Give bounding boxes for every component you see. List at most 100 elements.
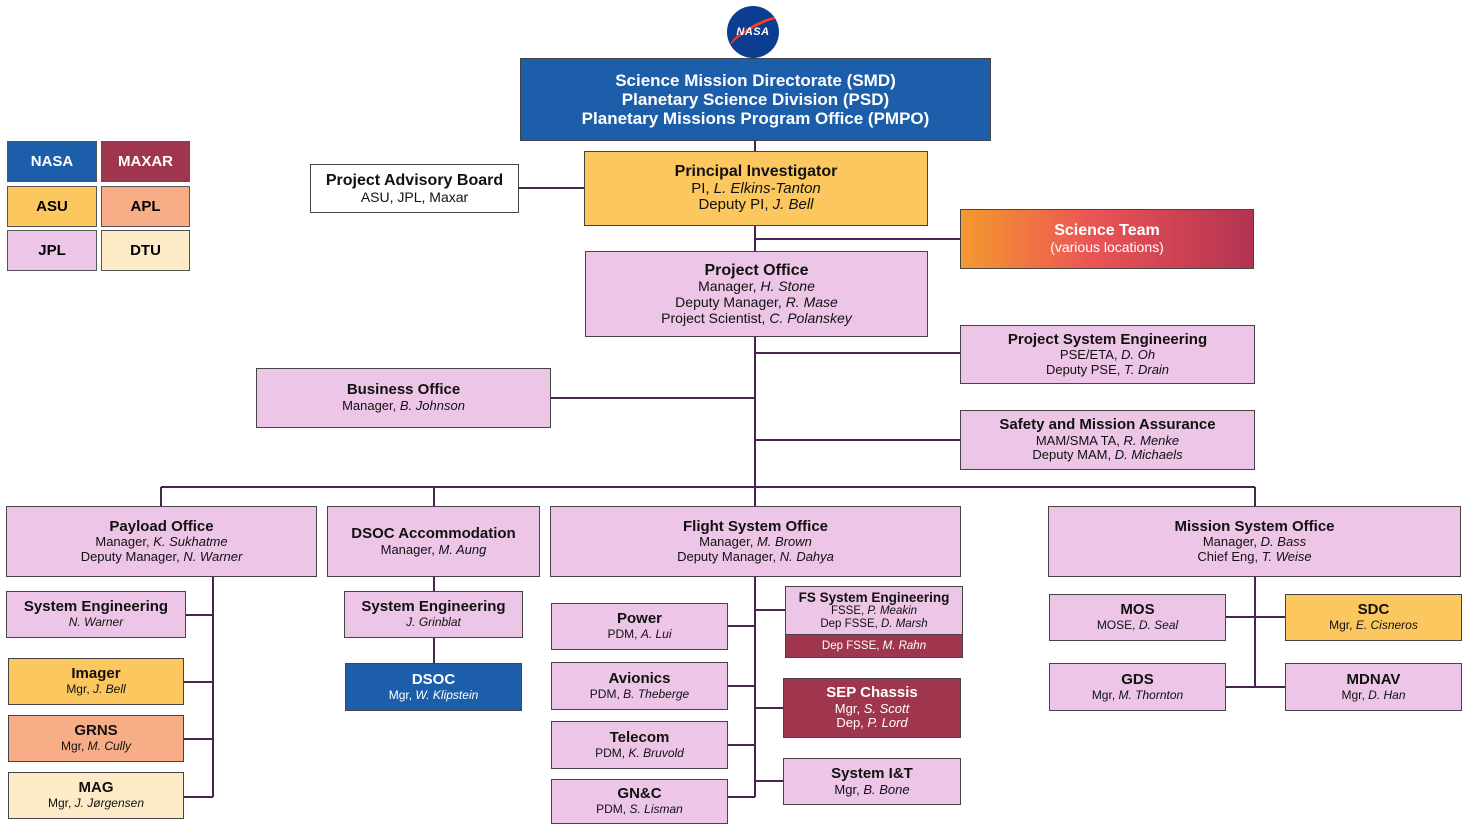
mag-name: J. Jørgensen bbox=[74, 796, 145, 811]
deputy-mam-role: Deputy MAM, bbox=[1032, 447, 1115, 463]
deputy-pi-name: J. Bell bbox=[772, 196, 814, 214]
payload-deputy-role: Deputy Manager, bbox=[80, 548, 184, 564]
dsoc-accommodation-title: DSOC Accommodation bbox=[351, 524, 516, 542]
project-deputy-role: Deputy Manager, bbox=[675, 294, 786, 311]
nasa-logo: NASA bbox=[727, 6, 779, 58]
gnc-role: PDM, bbox=[596, 802, 630, 817]
pse-role: PSE/ETA, bbox=[1059, 347, 1122, 363]
fs-system-engineering-title: FS System Engineering bbox=[798, 590, 950, 606]
sep-deputy-role: Dep, bbox=[836, 715, 868, 731]
avionics-title: Avionics bbox=[608, 669, 671, 687]
telecom-name: K. Bruvold bbox=[628, 745, 684, 760]
flight-manager-role: Manager, bbox=[699, 534, 757, 550]
pi-name: L. Elkins-Tanton bbox=[713, 179, 821, 197]
legend-apl: APL bbox=[101, 186, 190, 227]
pse-name: D. Oh bbox=[1121, 347, 1156, 363]
sdc-name: E. Cisneros bbox=[1355, 618, 1418, 633]
imager-title: Imager bbox=[71, 665, 121, 683]
project-deputy-name: R. Mase bbox=[785, 294, 838, 311]
grns-title: GRNS bbox=[74, 722, 118, 740]
deputy-pse-role: Deputy PSE, bbox=[1045, 361, 1124, 377]
dep-fsse-marsh-name: D. Marsh bbox=[881, 618, 928, 631]
power-role: PDM, bbox=[607, 627, 641, 642]
telecom-box: Telecom PDM, K. Bruvold bbox=[551, 721, 728, 769]
science-team-box: Science Team (various locations) bbox=[960, 209, 1254, 269]
system-it-name: B. Bone bbox=[863, 781, 910, 797]
principal-investigator-box: Principal Investigator PI, L. Elkins-Tan… bbox=[584, 151, 928, 226]
dsoc-box: DSOC Mgr, W. Klipstein bbox=[345, 663, 522, 711]
legend-dtu: DTU bbox=[101, 230, 190, 271]
mso-chief-name: T. Weise bbox=[1261, 548, 1312, 564]
mos-role: MOSE, bbox=[1096, 618, 1139, 633]
sdc-box: SDC Mgr, E. Cisneros bbox=[1285, 594, 1462, 641]
mdnav-box: MDNAV Mgr, D. Han bbox=[1285, 663, 1462, 711]
project-manager-name: H. Stone bbox=[760, 278, 815, 295]
power-box: Power PDM, A. Lui bbox=[551, 603, 728, 650]
legend-jpl: JPL bbox=[7, 230, 97, 271]
mission-system-office-box: Mission System Office Manager, D. Bass C… bbox=[1048, 506, 1461, 577]
mag-box: MAG Mgr, J. Jørgensen bbox=[8, 772, 184, 819]
gds-title: GDS bbox=[1121, 670, 1154, 688]
sma-box: Safety and Mission Assurance MAM/SMA TA,… bbox=[960, 410, 1255, 470]
fs-system-engineering-box: FS System Engineering FSSE, P. Meakin De… bbox=[785, 586, 963, 634]
mos-box: MOS MOSE, D. Seal bbox=[1049, 594, 1226, 641]
advisory-board-members: ASU, JPL, Maxar bbox=[360, 188, 469, 205]
system-it-box: System I&T Mgr, B. Bone bbox=[783, 758, 961, 805]
flight-deputy-name: N. Dahya bbox=[779, 548, 834, 564]
business-office-title: Business Office bbox=[346, 381, 461, 399]
legend-maxar-label: MAXAR bbox=[118, 153, 173, 170]
legend-jpl-label: JPL bbox=[38, 242, 66, 259]
gds-box: GDS Mgr, M. Thornton bbox=[1049, 663, 1226, 711]
pmpo-line: Planetary Missions Program Office (PMPO) bbox=[581, 109, 930, 129]
power-title: Power bbox=[616, 610, 662, 628]
payload-system-engineering-box: System Engineering N. Warner bbox=[6, 591, 186, 638]
connector-flight-tree bbox=[728, 577, 785, 798]
payload-system-engineering-title: System Engineering bbox=[23, 598, 169, 616]
mso-chief-role: Chief Eng, bbox=[1197, 548, 1262, 564]
avionics-box: Avionics PDM, B. Theberge bbox=[551, 662, 728, 710]
project-scientist-role: Project Scientist, bbox=[661, 309, 770, 326]
dsoc-accommodation-box: DSOC Accommodation Manager, M. Aung bbox=[327, 506, 540, 577]
dsoc-role: Mgr, bbox=[388, 687, 416, 702]
gds-role: Mgr, bbox=[1091, 687, 1119, 702]
mag-title: MAG bbox=[78, 779, 114, 797]
telecom-role: PDM, bbox=[595, 745, 629, 760]
legend-nasa-label: NASA bbox=[30, 153, 74, 170]
nasa-logo-text: NASA bbox=[736, 26, 770, 38]
sma-name: R. Menke bbox=[1123, 432, 1180, 448]
payload-system-engineering-name: N. Warner bbox=[68, 615, 124, 630]
sep-deputy-name: P. Lord bbox=[867, 715, 908, 731]
mso-manager-role: Manager, bbox=[1202, 534, 1261, 550]
legend-asu-label: ASU bbox=[36, 198, 68, 215]
dsoc-name: W. Klipstein bbox=[415, 687, 479, 702]
dsoc-system-engineering-title: System Engineering bbox=[361, 598, 506, 616]
system-it-role: Mgr, bbox=[834, 781, 864, 797]
mso-manager-name: D. Bass bbox=[1260, 534, 1307, 550]
legend-dtu-label: DTU bbox=[130, 242, 161, 259]
project-manager-role: Manager, bbox=[698, 278, 761, 295]
advisory-board-title: Project Advisory Board bbox=[325, 171, 504, 189]
imager-role: Mgr, bbox=[66, 682, 93, 697]
legend-nasa: NASA bbox=[7, 141, 97, 182]
deputy-pse-name: T. Drain bbox=[1124, 361, 1170, 377]
business-office-box: Business Office Manager, B. Johnson bbox=[256, 368, 551, 428]
flight-system-office-title: Flight System Office bbox=[682, 517, 829, 535]
telecom-title: Telecom bbox=[609, 728, 670, 746]
advisory-board-box: Project Advisory Board ASU, JPL, Maxar bbox=[310, 164, 519, 213]
sma-title: Safety and Mission Assurance bbox=[999, 416, 1216, 434]
legend-maxar: MAXAR bbox=[101, 141, 190, 182]
gnc-title: GN&C bbox=[617, 785, 662, 803]
flight-manager-name: M. Brown bbox=[756, 534, 812, 550]
project-scientist-name: C. Polanskey bbox=[769, 309, 852, 326]
dsoc-system-engineering-box: System Engineering J. Grinblat bbox=[344, 591, 523, 638]
business-manager-role: Manager, bbox=[342, 398, 400, 414]
sep-manager-name: S. Scott bbox=[863, 700, 910, 716]
project-office-title: Project Office bbox=[704, 261, 809, 279]
dsoc-accommodation-name: M. Aung bbox=[438, 541, 487, 557]
fsse-name: P. Meakin bbox=[867, 605, 918, 618]
mdnav-name: D. Han bbox=[1368, 687, 1406, 702]
gnc-box: GN&C PDM, S. Lisman bbox=[551, 779, 728, 824]
flight-system-office-box: Flight System Office Manager, M. Brown D… bbox=[550, 506, 961, 577]
deputy-pi-role: Deputy PI, bbox=[698, 196, 773, 214]
mdnav-title: MDNAV bbox=[1346, 670, 1401, 688]
